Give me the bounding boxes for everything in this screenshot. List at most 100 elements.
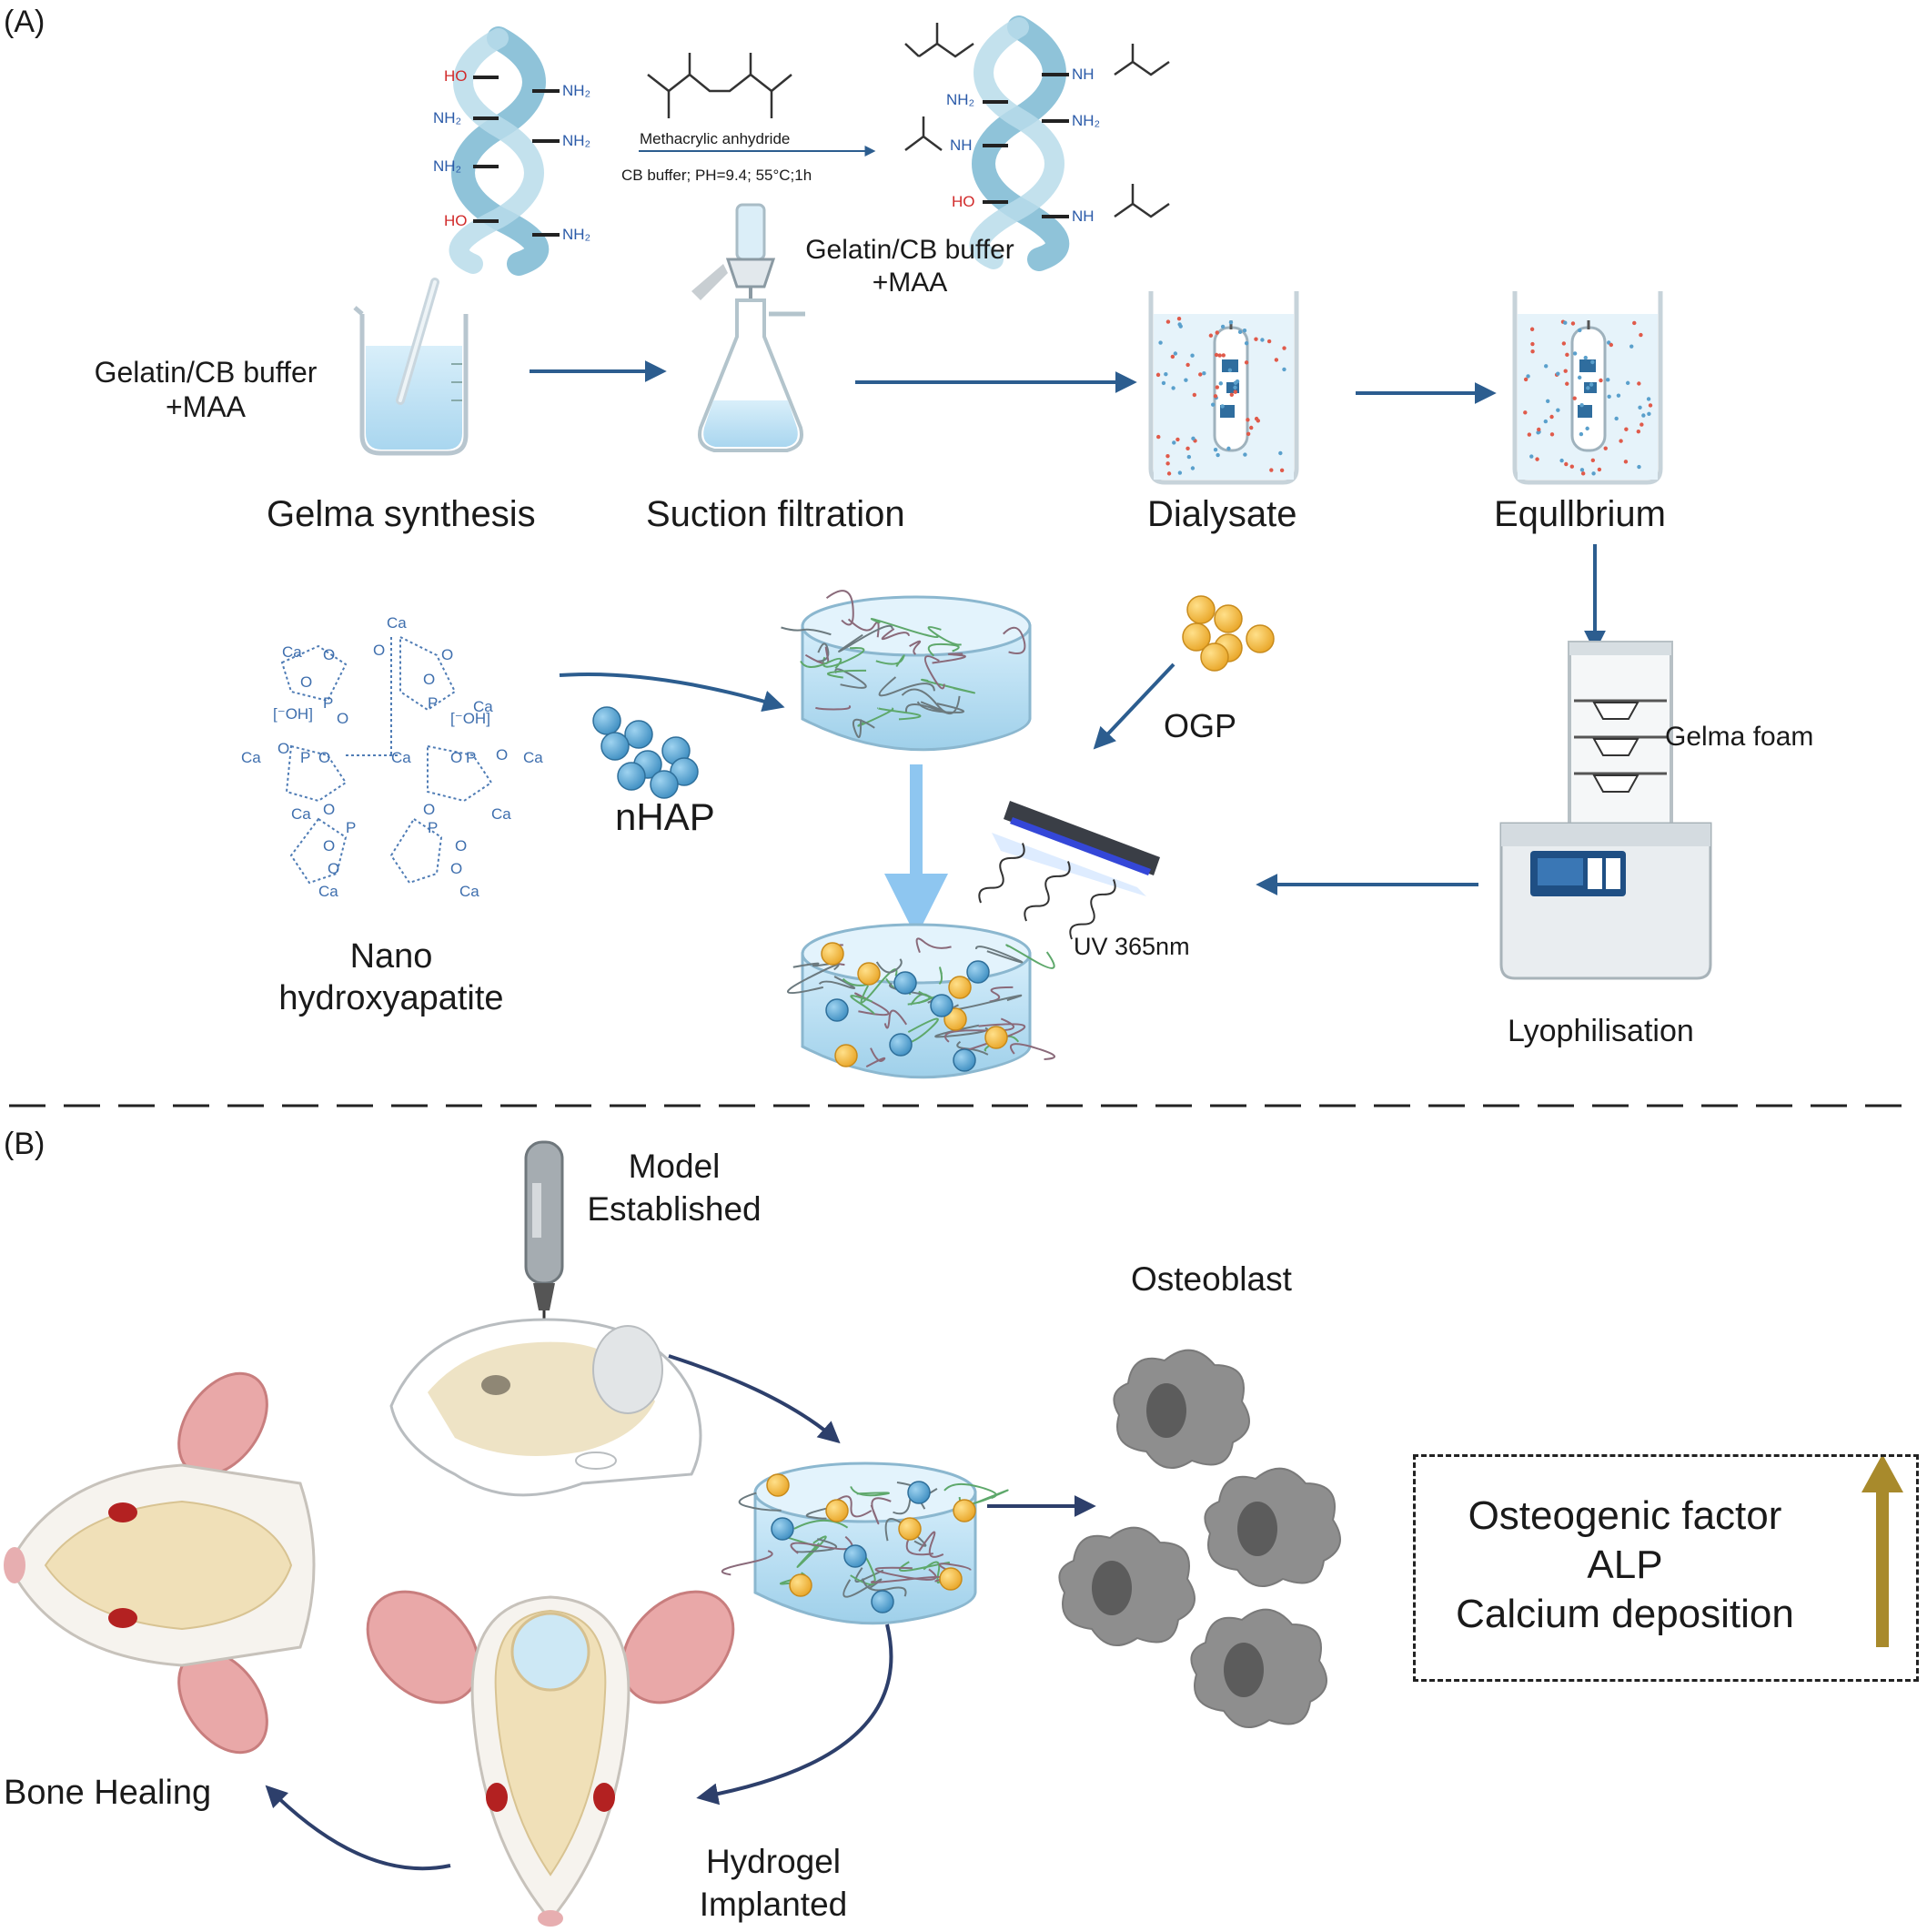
hap-atom-label: O (496, 746, 508, 764)
ion-dot (1609, 342, 1614, 348)
polymer-fiber (875, 654, 905, 668)
polymer-fiber (834, 668, 867, 689)
polymer-fiber (909, 640, 922, 655)
uv-lamp-icon (978, 801, 1160, 940)
hap-atom-label: O (450, 749, 462, 766)
ion-dot (1591, 471, 1596, 476)
ion-dot (1216, 452, 1220, 458)
hap-atom-label: O (328, 860, 339, 877)
ion-dot (1220, 324, 1226, 329)
hap-atom-label: Ca (459, 883, 479, 900)
polymer-fiber (975, 946, 1024, 964)
ho-group-3: HO (952, 193, 975, 210)
ion-dot (1579, 402, 1584, 408)
filter-label: Gelatin/CB buffer +MAA (805, 235, 1014, 298)
ion-dot (1530, 349, 1535, 354)
hap-atom-label: O (277, 740, 289, 757)
ion-dot (1623, 460, 1629, 464)
ion-dot (1237, 329, 1243, 335)
nhap-particle (650, 770, 679, 799)
hap-atom-label: P (300, 749, 310, 766)
polymer-fiber (850, 995, 875, 1016)
ion-dot (1172, 440, 1176, 445)
panel-label-a: (A) (4, 5, 45, 39)
gelatin-helix (449, 26, 560, 276)
ogp-particle (948, 976, 972, 999)
ion-dot (1530, 341, 1535, 347)
polymer-fiber (816, 642, 830, 663)
equilibrium-beaker-icon (1512, 291, 1663, 485)
step-dialysate: Dialysate (1147, 494, 1297, 534)
polymer-fiber (833, 1495, 873, 1518)
equilibrium-dots (1523, 319, 1653, 476)
polymer-fiber (850, 1485, 890, 1497)
polymer-fiber (847, 618, 880, 638)
dialysate-dots (1155, 316, 1286, 476)
ion-dot (1565, 352, 1569, 358)
gelma-foam-label: Gelma foam (1665, 722, 1814, 752)
ion-dot (1191, 436, 1196, 441)
ion-dot (1208, 333, 1214, 338)
methacrylic-anhydride-structure (647, 53, 792, 118)
ogp-particle (1214, 604, 1243, 633)
hap-atom-label: O (300, 673, 312, 691)
nh2-group-1: NH₂ (562, 82, 591, 99)
ion-dot (1235, 379, 1240, 384)
ion-dot (1570, 321, 1576, 326)
arrow-hap-to-gel (559, 673, 785, 713)
ion-dot (1244, 360, 1249, 365)
ion-dot (1202, 371, 1206, 376)
ion-dot (1227, 368, 1233, 373)
polymer-fiber (800, 657, 842, 670)
ion-dot (1226, 446, 1231, 451)
ion-dot (1254, 337, 1258, 341)
beaker-icon (353, 278, 469, 456)
polymer-fiber (862, 1578, 907, 1597)
ogp-particle (984, 1026, 1008, 1049)
ion-dot (1170, 354, 1175, 359)
polymer-fiber (875, 958, 903, 974)
ion-dot (1647, 411, 1651, 416)
ogp-particle (821, 942, 844, 966)
ion-dot (1556, 371, 1560, 376)
hap-atom-label: O (423, 801, 435, 818)
ogp-particle (857, 962, 881, 986)
ion-dot (1175, 437, 1180, 442)
polymer-fiber (1009, 1043, 1055, 1060)
gelma-helix (904, 15, 1170, 271)
ion-dot (1646, 397, 1651, 401)
ion-dot (1233, 385, 1237, 390)
ion-dot (1629, 344, 1634, 349)
hap-atom-label: Ca (318, 883, 338, 900)
ogp-particle (898, 1517, 922, 1541)
polymer-fiber (1003, 626, 1026, 655)
ion-dot (1529, 327, 1535, 331)
osteoblast-nucleus (1146, 1383, 1186, 1438)
nhap-particle (966, 960, 990, 984)
bone-healing-label: Bone Healing (4, 1774, 212, 1812)
ion-dot (1579, 468, 1585, 472)
ion-dot (1529, 454, 1534, 459)
ion-dot (1523, 377, 1528, 382)
ho-group-1: HO (444, 67, 468, 85)
hap-atom-label: P (428, 694, 438, 712)
ion-dot (1266, 339, 1272, 344)
hap-atom-label: O (450, 860, 462, 877)
ion-dot (1185, 446, 1190, 451)
polymer-fiber (932, 652, 966, 664)
ion-dot (1244, 340, 1249, 346)
ion-dot (1215, 385, 1220, 389)
polymer-fiber (877, 707, 922, 721)
ion-dot (1625, 380, 1630, 386)
ion-dot (1639, 332, 1643, 338)
ion-dot (1544, 364, 1549, 369)
polymer-fiber (793, 1519, 849, 1530)
ion-dot (1214, 352, 1219, 358)
polymer-fiber (878, 676, 935, 697)
ion-dot (1636, 429, 1641, 434)
polymer-fiber (989, 986, 1014, 1003)
polymer-fiber (826, 669, 867, 679)
polymer-fiber (721, 1550, 773, 1576)
ion-dot (1580, 471, 1586, 476)
rat-side-view (389, 1318, 702, 1497)
